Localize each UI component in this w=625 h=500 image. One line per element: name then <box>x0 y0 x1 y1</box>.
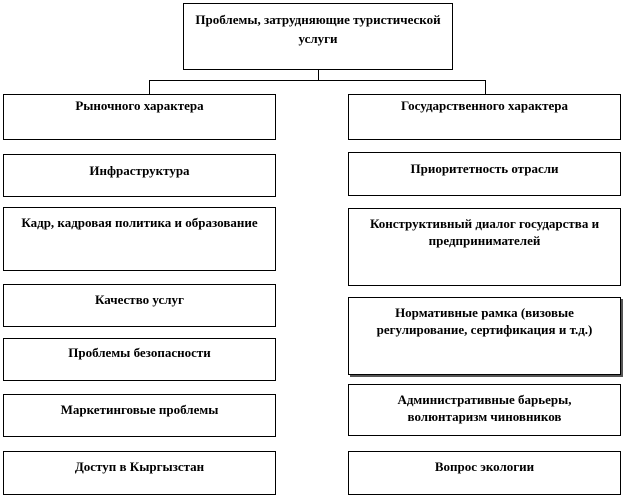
right-header-box: Государственного характера <box>348 94 621 140</box>
left-header-label: Рыночного характера <box>75 98 204 113</box>
left-item-box: Маркетинговые проблемы <box>3 394 276 437</box>
left-item-label: Кадр, кадровая политика и образование <box>21 215 258 230</box>
right-header-label: Государственного характера <box>401 98 568 113</box>
right-item-label: Нормативные рамка (визовые регулирование… <box>376 305 593 337</box>
right-item-label: Приоритетность отрасли <box>410 161 559 176</box>
right-item-box: Приоритетность отрасли <box>348 152 621 196</box>
left-item-label: Проблемы безопасности <box>68 345 211 360</box>
left-item-label: Доступ в Кыргызстан <box>74 459 205 474</box>
right-item-box: Конструктивный диалог государства и пред… <box>348 208 621 286</box>
left-item-label: Маркетинговые проблемы <box>60 402 219 417</box>
left-item-label: Инфраструктура <box>89 163 190 178</box>
right-item-box: Нормативные рамка (визовые регулирование… <box>348 297 621 375</box>
left-item-box: Доступ в Кыргызстан <box>3 451 276 495</box>
right-item-label: Административные барьеры, волюнтаризм чи… <box>397 392 572 424</box>
root-label: Проблемы, затрудняющие туристической усл… <box>195 12 441 46</box>
root-box: Проблемы, затрудняющие туристической усл… <box>183 3 453 70</box>
left-item-box: Проблемы безопасности <box>3 338 276 381</box>
left-item-box: Кадр, кадровая политика и образование <box>3 207 276 271</box>
left-item-box: Инфраструктура <box>3 154 276 197</box>
left-header-box: Рыночного характера <box>3 94 276 140</box>
right-item-label: Вопрос экологии <box>434 459 535 474</box>
right-item-box: Вопрос экологии <box>348 451 621 495</box>
left-item-box: Качество услуг <box>3 284 276 327</box>
right-item-label: Конструктивный диалог государства и пред… <box>369 216 600 248</box>
right-item-box: Административные барьеры, волюнтаризм чи… <box>348 384 621 436</box>
left-item-label: Качество услуг <box>95 292 184 307</box>
